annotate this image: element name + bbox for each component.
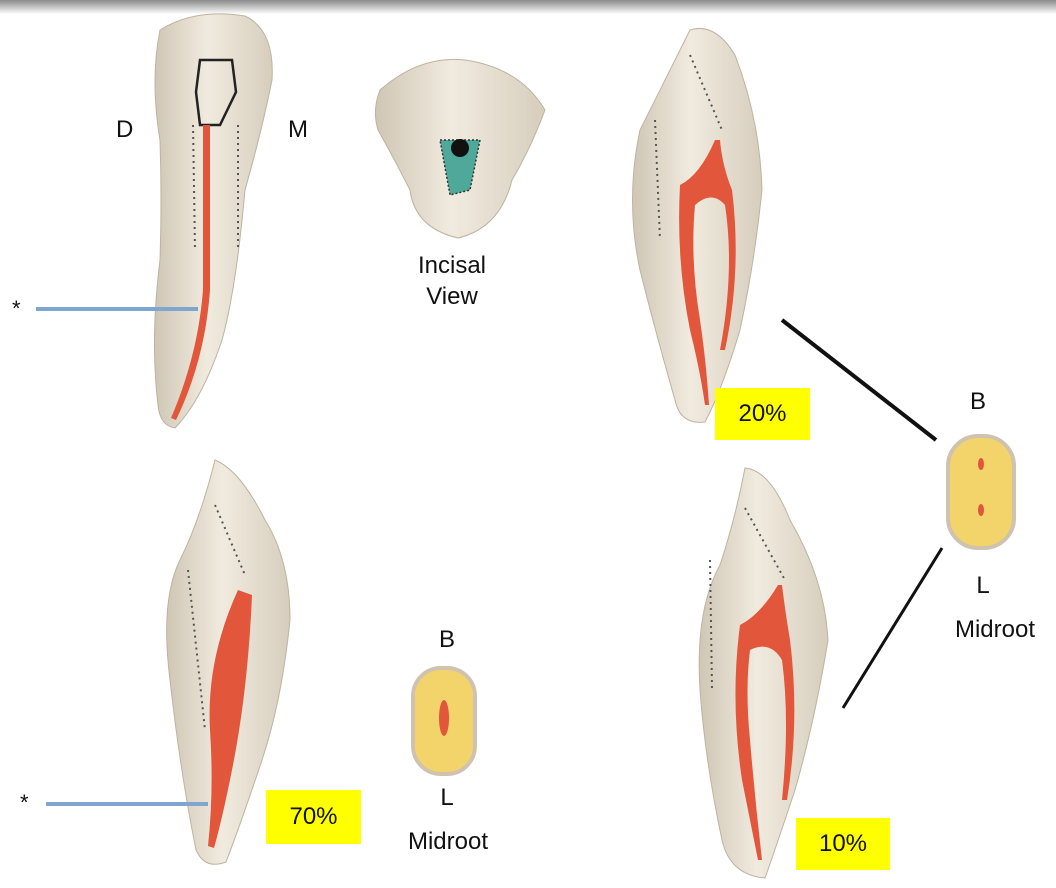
lingual-label-right: L — [976, 574, 989, 598]
midroot-label-bottom: Midroot — [408, 830, 488, 854]
tooth-proximal-top-left — [154, 14, 272, 428]
midroot-label-right: Midroot — [955, 618, 1035, 642]
section-two-canals — [948, 436, 1014, 548]
distal-label: D — [116, 118, 133, 142]
tooth-twenty-percent — [633, 28, 763, 422]
incisal-view-label: Incisal View — [418, 250, 486, 312]
section-one-canal — [413, 668, 475, 774]
star-marker-bottom: * — [20, 792, 29, 814]
connector-line-bottom — [843, 548, 942, 708]
buccal-label-bottom: B — [439, 628, 455, 652]
badge-10-percent: 10% — [796, 818, 890, 870]
canal-orifice-icon — [451, 139, 469, 157]
mesial-label: M — [288, 118, 308, 142]
star-marker-top: * — [12, 298, 21, 320]
badge-70-percent: 70% — [266, 790, 361, 844]
buccal-label-right: B — [970, 390, 986, 414]
lingual-label-bottom: L — [440, 786, 453, 810]
tooth-incisal-view — [375, 59, 545, 238]
tooth-ten-percent — [699, 468, 828, 878]
badge-20-percent: 20% — [715, 388, 810, 440]
